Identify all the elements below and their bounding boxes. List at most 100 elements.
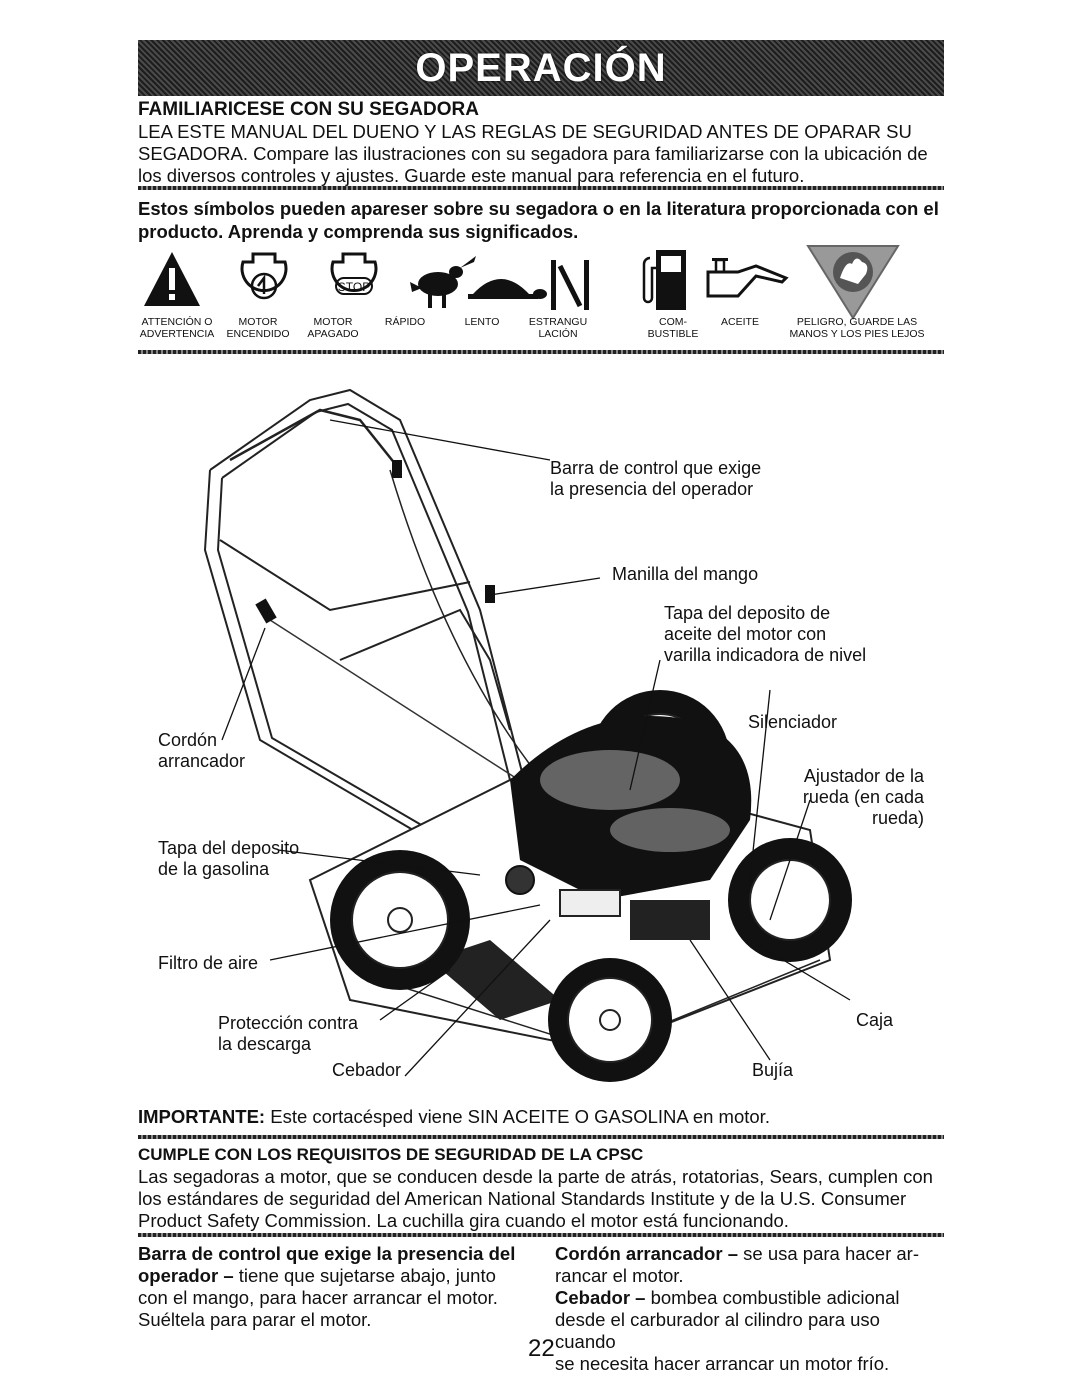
symbol-label-line: LENTO bbox=[464, 316, 500, 328]
symbols-intro-line: Estos símbolos pueden apareser sobre su … bbox=[138, 198, 939, 219]
callout-starter-rope: Cordón arrancador bbox=[158, 730, 245, 772]
symbol-label-engine-on: MOTOR ENCENDIDO bbox=[218, 316, 298, 340]
callout-line: rueda (en cada bbox=[802, 787, 924, 807]
control-cable bbox=[389, 469, 551, 791]
description-line: Suéltela para parar el motor. bbox=[138, 1309, 372, 1330]
description-line: Barra de control que exige la presencia … bbox=[138, 1243, 516, 1264]
description-line: desde el carburador al cilindro para uso… bbox=[555, 1309, 880, 1352]
starter-rope bbox=[269, 619, 551, 801]
symbol-label-hands: PELIGRO, GUARDE LAS MANOS Y LOS PIES LEJ… bbox=[768, 316, 946, 340]
symbol-label-line: MOTOR bbox=[313, 316, 353, 328]
symbol-label-fuel: COM- BUSTIBLE bbox=[636, 316, 710, 340]
description-line: se necesita hacer arrancar un motor frío… bbox=[555, 1353, 890, 1374]
description-line: Cordón arrancador – se usa para hacer ar… bbox=[555, 1243, 945, 1265]
cpsc-paragraph: Las segadoras a motor, que se conducen d… bbox=[138, 1166, 944, 1232]
starter-primer-description: Cordón arrancador – se usa para hacer ar… bbox=[555, 1243, 945, 1375]
engine bbox=[505, 716, 752, 940]
symbol-label-turtle: LENTO bbox=[452, 316, 512, 328]
callout-line: Ajustador de la bbox=[803, 766, 924, 786]
divider bbox=[138, 1135, 944, 1139]
divider bbox=[138, 1233, 944, 1237]
description-line: Cebador – bombea combustible adicional bbox=[555, 1287, 945, 1309]
symbols-intro: Estos símbolos pueden apareser sobre su … bbox=[138, 197, 939, 243]
callout-line: arrancador bbox=[158, 751, 246, 771]
handle-knob bbox=[255, 598, 277, 624]
description-text: bombea combustible adicional bbox=[645, 1287, 900, 1308]
cpsc-line: Product Safety Commission. La cuchilla g… bbox=[138, 1210, 789, 1231]
importante-label: IMPORTANTE: bbox=[138, 1106, 266, 1127]
control-bar-description: Barra de control que exige la presencia … bbox=[138, 1243, 548, 1331]
callout-line: la descarga bbox=[218, 1034, 312, 1054]
symbol-label-line: ATTENCIÓN O bbox=[141, 316, 213, 328]
callout-line: Tapa del deposito bbox=[158, 838, 300, 858]
callout-line: de la gasolina bbox=[158, 859, 270, 879]
intro-line: los diversos controles y ajustes. Guarde… bbox=[138, 165, 805, 186]
symbol-label-line: MOTOR bbox=[238, 316, 278, 328]
control-bar bbox=[229, 408, 401, 471]
hand-danger-icon bbox=[806, 245, 900, 320]
intro-line: SEGADORA. Compare las ilustraciones con … bbox=[138, 143, 928, 164]
warning-triangle-icon bbox=[144, 252, 200, 306]
callout-line: la presencia del operador bbox=[550, 479, 754, 499]
callout-primer: Cebador bbox=[332, 1060, 402, 1080]
intro-paragraph: LEA ESTE MANUAL DEL DUENO Y LAS REGLAS D… bbox=[138, 121, 944, 187]
callout-air-filter: Filtro de aire bbox=[158, 953, 259, 973]
description-term: Cebador – bbox=[555, 1287, 646, 1308]
cpsc-line: los estándares de seguridad del American… bbox=[138, 1188, 907, 1209]
oil-can-icon bbox=[706, 258, 789, 298]
symbol-label-choke: ESTRANGU LACIÓN bbox=[518, 316, 598, 340]
symbol-label-line: RÁPIDO bbox=[384, 316, 426, 328]
mower-diagram bbox=[203, 388, 852, 1082]
divider bbox=[138, 186, 944, 190]
divider bbox=[138, 350, 944, 354]
callout-line: varilla indicadora de nivel bbox=[664, 645, 867, 665]
callout-line: Cordón bbox=[158, 730, 218, 750]
symbol-label-line: MANOS Y LOS PIES LEJOS bbox=[789, 328, 925, 340]
description-line: rancar el motor. bbox=[555, 1265, 684, 1286]
callout-leaders bbox=[221, 419, 851, 1077]
symbol-label-line: ENCENDIDO bbox=[226, 328, 290, 340]
callout-line: aceite del motor con bbox=[664, 624, 827, 644]
handle-knob bbox=[392, 460, 402, 478]
symbol-label-line: ESTRANGU bbox=[528, 316, 588, 328]
section-heading: FAMILIARICESE CON SU SEGADORA bbox=[138, 99, 479, 120]
callout-muffler: Silenciador bbox=[748, 712, 838, 732]
callout-discharge-guard: Protección contra la descarga bbox=[218, 1013, 358, 1055]
callout-deck: Caja bbox=[856, 1010, 894, 1030]
wheel-rear-left bbox=[330, 850, 470, 990]
symbol-label-line: LACIÓN bbox=[538, 328, 578, 340]
fuel-pump-icon bbox=[642, 250, 686, 310]
symbol-label-rabbit: RÁPIDO bbox=[370, 316, 440, 328]
symbol-label-line: ADVERTENCIA bbox=[139, 328, 215, 340]
importante-note: IMPORTANTE: Este cortacésped viene SIN A… bbox=[138, 1106, 770, 1128]
symbol-label-engine-stop: MOTOR APAGADO bbox=[298, 316, 368, 340]
symbols-row: STOP bbox=[144, 245, 900, 320]
symbol-label-line: ACEITE bbox=[721, 316, 759, 328]
symbol-label-line: COM- bbox=[659, 316, 687, 328]
intro-line: LEA ESTE MANUAL DEL DUENO Y LAS REGLAS D… bbox=[138, 121, 912, 142]
symbol-label-oil: ACEITE bbox=[714, 316, 766, 328]
page-number: 22 bbox=[528, 1335, 555, 1362]
callout-wheel-adjuster: Ajustador de la rueda (en cada rueda) bbox=[802, 766, 924, 829]
importante-text: Este cortacésped viene SIN ACEITE O GASO… bbox=[270, 1106, 770, 1127]
cpsc-heading: CUMPLE CON LOS REQUISITOS DE SEGURIDAD D… bbox=[138, 1145, 644, 1164]
handle-knob bbox=[485, 585, 495, 603]
description-text: tiene que sujetarse abajo, junto bbox=[233, 1265, 496, 1286]
description-term: Cordón arrancador – bbox=[555, 1243, 738, 1264]
cpsc-line: Las segadoras a motor, que se conducen d… bbox=[138, 1166, 933, 1187]
callout-line: Protección contra bbox=[218, 1013, 359, 1033]
section-banner: OPERACIÓN bbox=[138, 40, 944, 96]
description-text: se usa para hacer ar- bbox=[738, 1243, 919, 1264]
handle-outline bbox=[203, 388, 551, 881]
description-line: con el mango, para hacer arrancar el mot… bbox=[138, 1287, 498, 1308]
wheel-front-right bbox=[728, 838, 852, 962]
symbol-label-line: BUSTIBLE bbox=[647, 328, 699, 340]
choke-icon bbox=[551, 260, 589, 310]
stop-text: STOP bbox=[338, 280, 370, 294]
symbol-label-line: APAGADO bbox=[307, 328, 359, 340]
callout-line: Barra de control que exige bbox=[550, 458, 762, 478]
callout-control-bar: Barra de control que exige la presencia … bbox=[550, 458, 761, 500]
symbols-intro-line: producto. Aprenda y comprenda sus signif… bbox=[138, 221, 579, 242]
engine-stop-icon: STOP bbox=[330, 252, 378, 295]
wheel-front-left bbox=[548, 958, 672, 1082]
